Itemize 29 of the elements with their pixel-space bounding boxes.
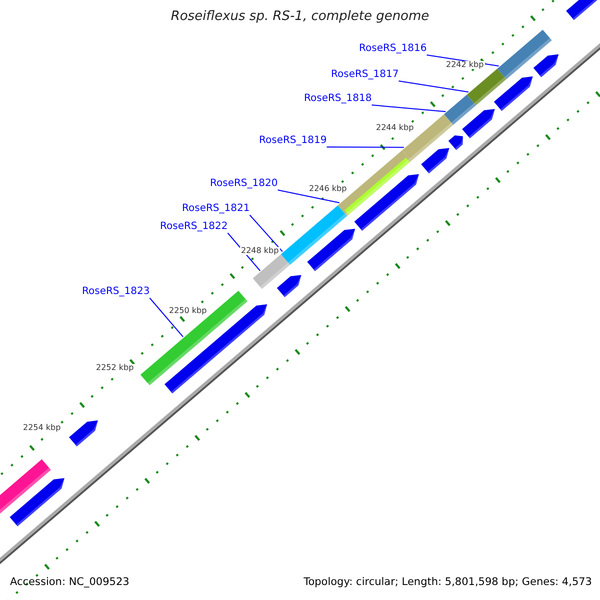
position-label: 2250 kbp	[168, 307, 208, 315]
gene-label: RoseRS_1820	[210, 179, 278, 189]
gene-label: RoseRS_1818	[304, 94, 372, 104]
footer-text: Topology: circular; Length: 5,801,598 bp; Genes: 4,573	[304, 577, 592, 588]
gene-block	[497, 30, 552, 80]
gene-label: RoseRS_1821	[182, 204, 250, 214]
title: Roseiflexus sp. RS-1, complete genome	[170, 10, 430, 23]
gene-block	[466, 68, 506, 106]
gene-label: RoseRS_1819	[259, 136, 327, 146]
gene-block	[252, 254, 290, 289]
leader-line	[326, 146, 404, 148]
footer-text: Accession: NC_009523	[10, 577, 130, 588]
gene-label: RoseRS_1823	[82, 287, 150, 297]
leader-line	[277, 190, 340, 204]
position-label: 2246 kbp	[308, 185, 348, 193]
gene-block	[280, 205, 347, 265]
position-label: 2242 kbp	[445, 61, 485, 69]
gene-block	[444, 94, 476, 125]
leader-line	[249, 214, 283, 252]
leader-line	[371, 104, 446, 112]
position-label: 2248 kbp	[240, 247, 280, 255]
position-label: 2252 kbp	[95, 364, 135, 372]
position-label: 2244 kbp	[375, 124, 415, 132]
gene-label: RoseRS_1816	[359, 44, 427, 54]
leader-line	[149, 298, 184, 338]
leader-line	[398, 80, 469, 93]
gene-label: RoseRS_1822	[160, 222, 228, 232]
position-label: 2254 kbp	[22, 424, 62, 432]
gene-label: RoseRS_1817	[331, 70, 399, 80]
